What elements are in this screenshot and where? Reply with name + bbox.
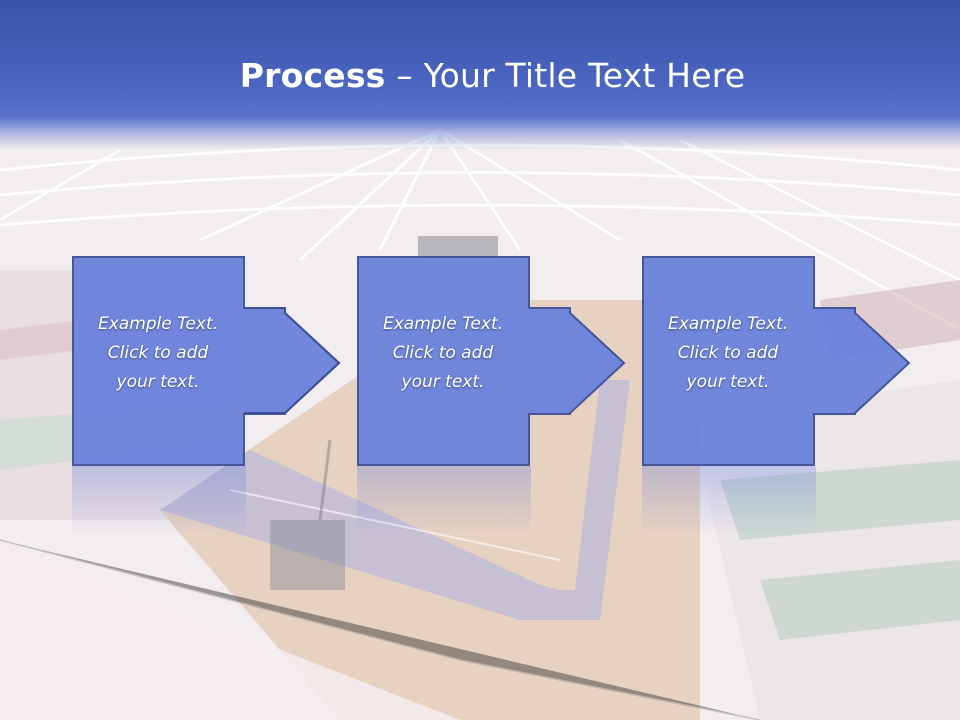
- step-arrow-shape-3: [642, 256, 911, 466]
- slide-title[interactable]: Process – Your Title Text Here: [0, 56, 960, 96]
- step-text-line: Example Text.: [382, 314, 504, 334]
- step-text-line: Click to add: [392, 343, 494, 363]
- step-text-line: Example Text.: [667, 314, 789, 334]
- step-text-line: Example Text.: [97, 314, 219, 334]
- title-rest: – Your Title Text Here: [385, 56, 746, 95]
- step-text-line: Click to add: [677, 343, 779, 363]
- process-step-2[interactable]: Example Text. Click to add your text.: [357, 256, 626, 466]
- step-text-3[interactable]: Example Text. Click to add your text.: [642, 310, 814, 397]
- process-step-3[interactable]: Example Text. Click to add your text.: [642, 256, 911, 466]
- step-arrow-shape-2: [357, 256, 626, 466]
- step-text-line: Click to add: [107, 343, 209, 363]
- step-text-line: your text.: [116, 372, 200, 392]
- title-bold: Process: [239, 56, 386, 95]
- step-arrow-shape-1: [72, 256, 341, 466]
- step-text-line: your text.: [401, 372, 485, 392]
- process-step-1[interactable]: Example Text. Click to add your text.: [72, 256, 341, 466]
- step-text-2[interactable]: Example Text. Click to add your text.: [357, 310, 529, 397]
- title-bar: [0, 0, 960, 150]
- step-text-line: your text.: [686, 372, 770, 392]
- step-text-1[interactable]: Example Text. Click to add your text.: [72, 310, 244, 397]
